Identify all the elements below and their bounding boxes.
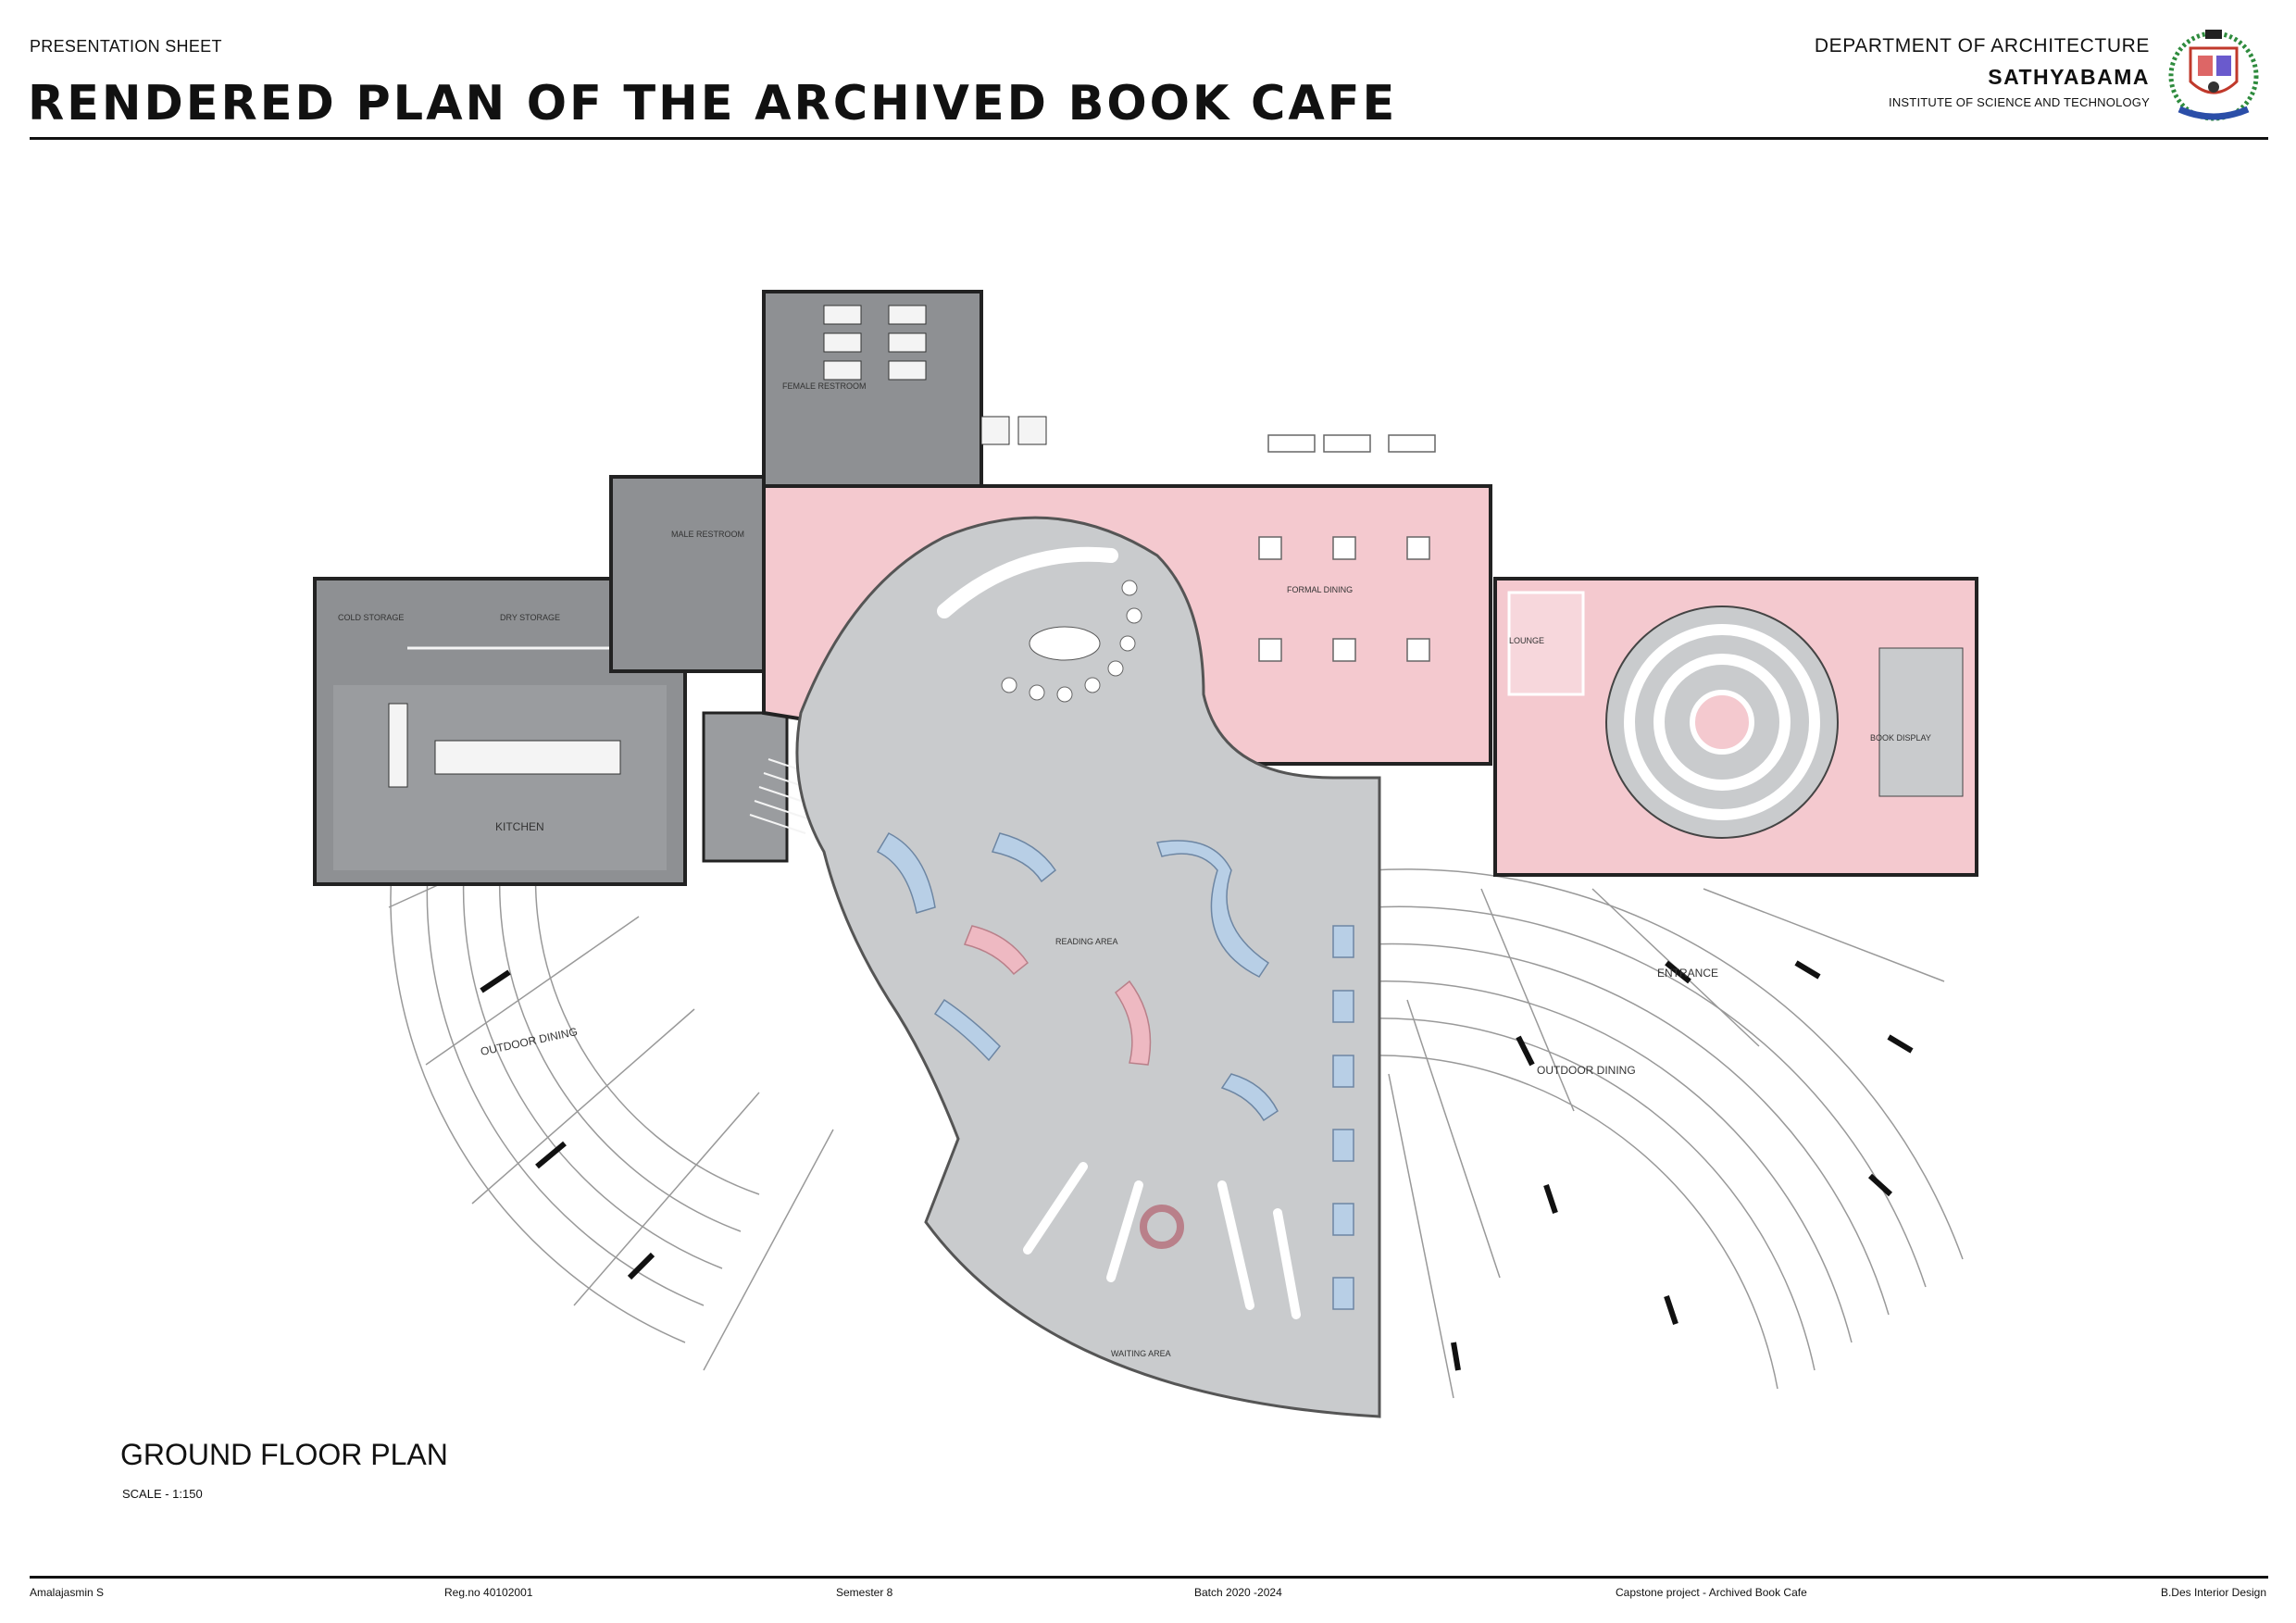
book-display-label: BOOK DISPLAY bbox=[1870, 733, 1931, 743]
bench-seating bbox=[1023, 1162, 1301, 1319]
blue-sofa-seating bbox=[876, 832, 1354, 1310]
formal-dining-label: FORMAL DINING bbox=[1287, 585, 1353, 594]
female-restroom-label: FEMALE RESTROOM bbox=[782, 381, 867, 391]
outdoor-dining-right-label: OUTDOOR DINING bbox=[1537, 1064, 1636, 1077]
central-area-label: READING AREA bbox=[1055, 937, 1118, 946]
sheet-title: RENDERED PLAN OF THE ARCHIVED BOOK CAFE bbox=[28, 76, 1398, 131]
formal-dining-tables bbox=[1258, 434, 1436, 662]
kitchen-label: KITCHEN bbox=[495, 820, 544, 833]
waiting-area-label: WAITING AREA bbox=[1111, 1349, 1171, 1358]
plan-scale: SCALE - 1:150 bbox=[122, 1487, 203, 1501]
lounge-label: LOUNGE bbox=[1509, 636, 1544, 645]
department-name: DEPARTMENT OF ARCHITECTURE bbox=[1814, 35, 2150, 56]
ground-floor-plan-drawing: COLD STORAGE DRY STORAGE KITCHEN FEMALE … bbox=[313, 290, 1978, 1418]
outdoor-dining-grid-right bbox=[1369, 868, 1964, 1399]
restroom-block-lower bbox=[609, 475, 770, 673]
central-reading-area bbox=[795, 516, 1381, 1418]
department-block: DEPARTMENT OF ARCHITECTURE SATHYABAMA IN… bbox=[1815, 35, 2150, 109]
restroom-block-upper bbox=[762, 290, 983, 493]
plan-title: GROUND FLOOR PLAN bbox=[120, 1438, 448, 1471]
footer-degree: B.Des Interior Design bbox=[2160, 1586, 2266, 1599]
pink-sofa-seating bbox=[963, 925, 1184, 1249]
seating-stools bbox=[1001, 580, 1142, 703]
footer-reg: Reg.no 40102001 bbox=[444, 1586, 533, 1599]
entrance-label: ENTRANCE bbox=[1657, 967, 1718, 980]
male-restroom-label: MALE RESTROOM bbox=[671, 530, 744, 539]
staircase bbox=[702, 711, 789, 863]
dry-storage-label: DRY STORAGE bbox=[500, 613, 560, 622]
footer-semester: Semester 8 bbox=[836, 1586, 893, 1599]
footer-batch: Batch 2020 -2024 bbox=[1194, 1586, 1282, 1599]
university-crest-icon bbox=[2168, 30, 2259, 121]
footer-name: Amalajasmin S bbox=[30, 1586, 105, 1599]
outdoor-columns bbox=[480, 847, 1914, 1371]
cold-storage-label: COLD STORAGE bbox=[338, 613, 404, 622]
footer-project: Capstone project - Archived Book Cafe bbox=[1616, 1586, 1807, 1599]
sheet-label: PRESENTATION SHEET bbox=[30, 37, 222, 56]
header-divider bbox=[30, 137, 2268, 140]
institution-name: SATHYABAMA bbox=[1988, 65, 2150, 89]
footer-divider bbox=[30, 1576, 2268, 1579]
institution-subtitle: INSTITUTE OF SCIENCE AND TECHNOLOGY bbox=[1889, 95, 2150, 109]
